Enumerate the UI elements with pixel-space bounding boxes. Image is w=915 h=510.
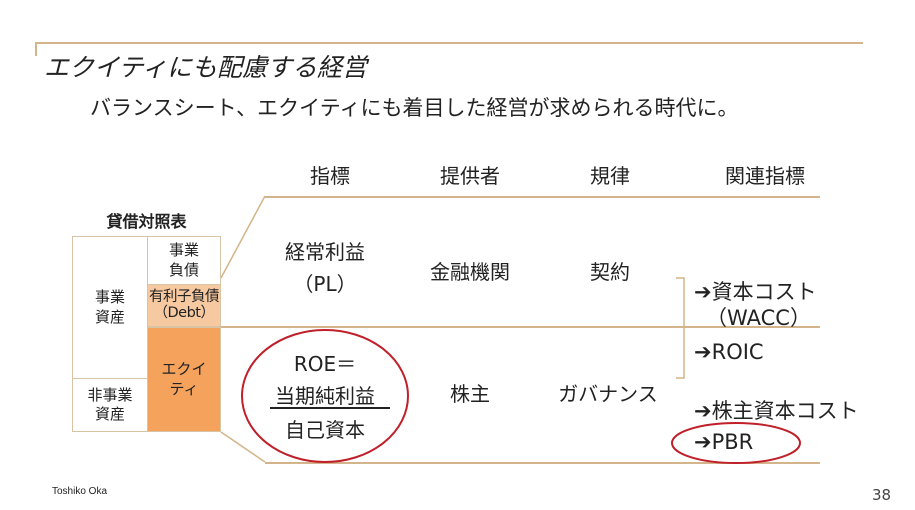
- row1-indicator: 経常利益（PL）: [285, 240, 365, 296]
- slide-title: エクイティにも配慮する経営: [44, 53, 368, 82]
- title-rule: [35, 42, 863, 44]
- related-equity-cost: ➔株主資本コスト: [694, 399, 859, 423]
- row2-discipline: ガバナンス: [558, 382, 658, 406]
- business-liabilities: 事業負債: [147, 236, 221, 285]
- equity: エクイティ: [147, 327, 221, 432]
- header-discipline: 規律: [590, 164, 630, 188]
- related-wacc-sub: （WACC）: [706, 306, 811, 330]
- table-top-line: [265, 196, 820, 198]
- header-indicator: 指標: [310, 164, 350, 188]
- author: Toshiko Oka: [52, 486, 108, 497]
- roe-denominator: 自己資本: [285, 418, 365, 442]
- related-roic: ➔ROIC: [694, 340, 764, 364]
- header-related: 関連指標: [725, 164, 805, 188]
- slide-subtitle: バランスシート、エクイティにも着目した経営が求められる時代に。: [90, 96, 739, 120]
- roe-label: ROE＝: [293, 352, 357, 376]
- row2-provider: 株主: [450, 382, 490, 406]
- debt: 有利子負債（Debt）: [147, 284, 221, 327]
- related-wacc: ➔資本コスト: [694, 280, 817, 304]
- fraction-bar: [270, 407, 390, 409]
- page-number: 38: [872, 486, 892, 504]
- business-assets: 事業資産: [72, 236, 148, 379]
- table-mid-line: [221, 326, 820, 328]
- roe-numerator: 当期純利益: [275, 384, 375, 408]
- row1-discipline: 契約: [590, 260, 630, 284]
- non-business-assets: 非事業資産: [72, 378, 148, 432]
- table-bottom-line: [265, 462, 820, 464]
- related-pbr: ➔PBR: [694, 430, 754, 454]
- title-rule-tick: [35, 42, 37, 56]
- header-provider: 提供者: [440, 164, 500, 188]
- row1-provider: 金融機関: [430, 260, 510, 284]
- balance-sheet-title: 貸借対照表: [106, 212, 187, 231]
